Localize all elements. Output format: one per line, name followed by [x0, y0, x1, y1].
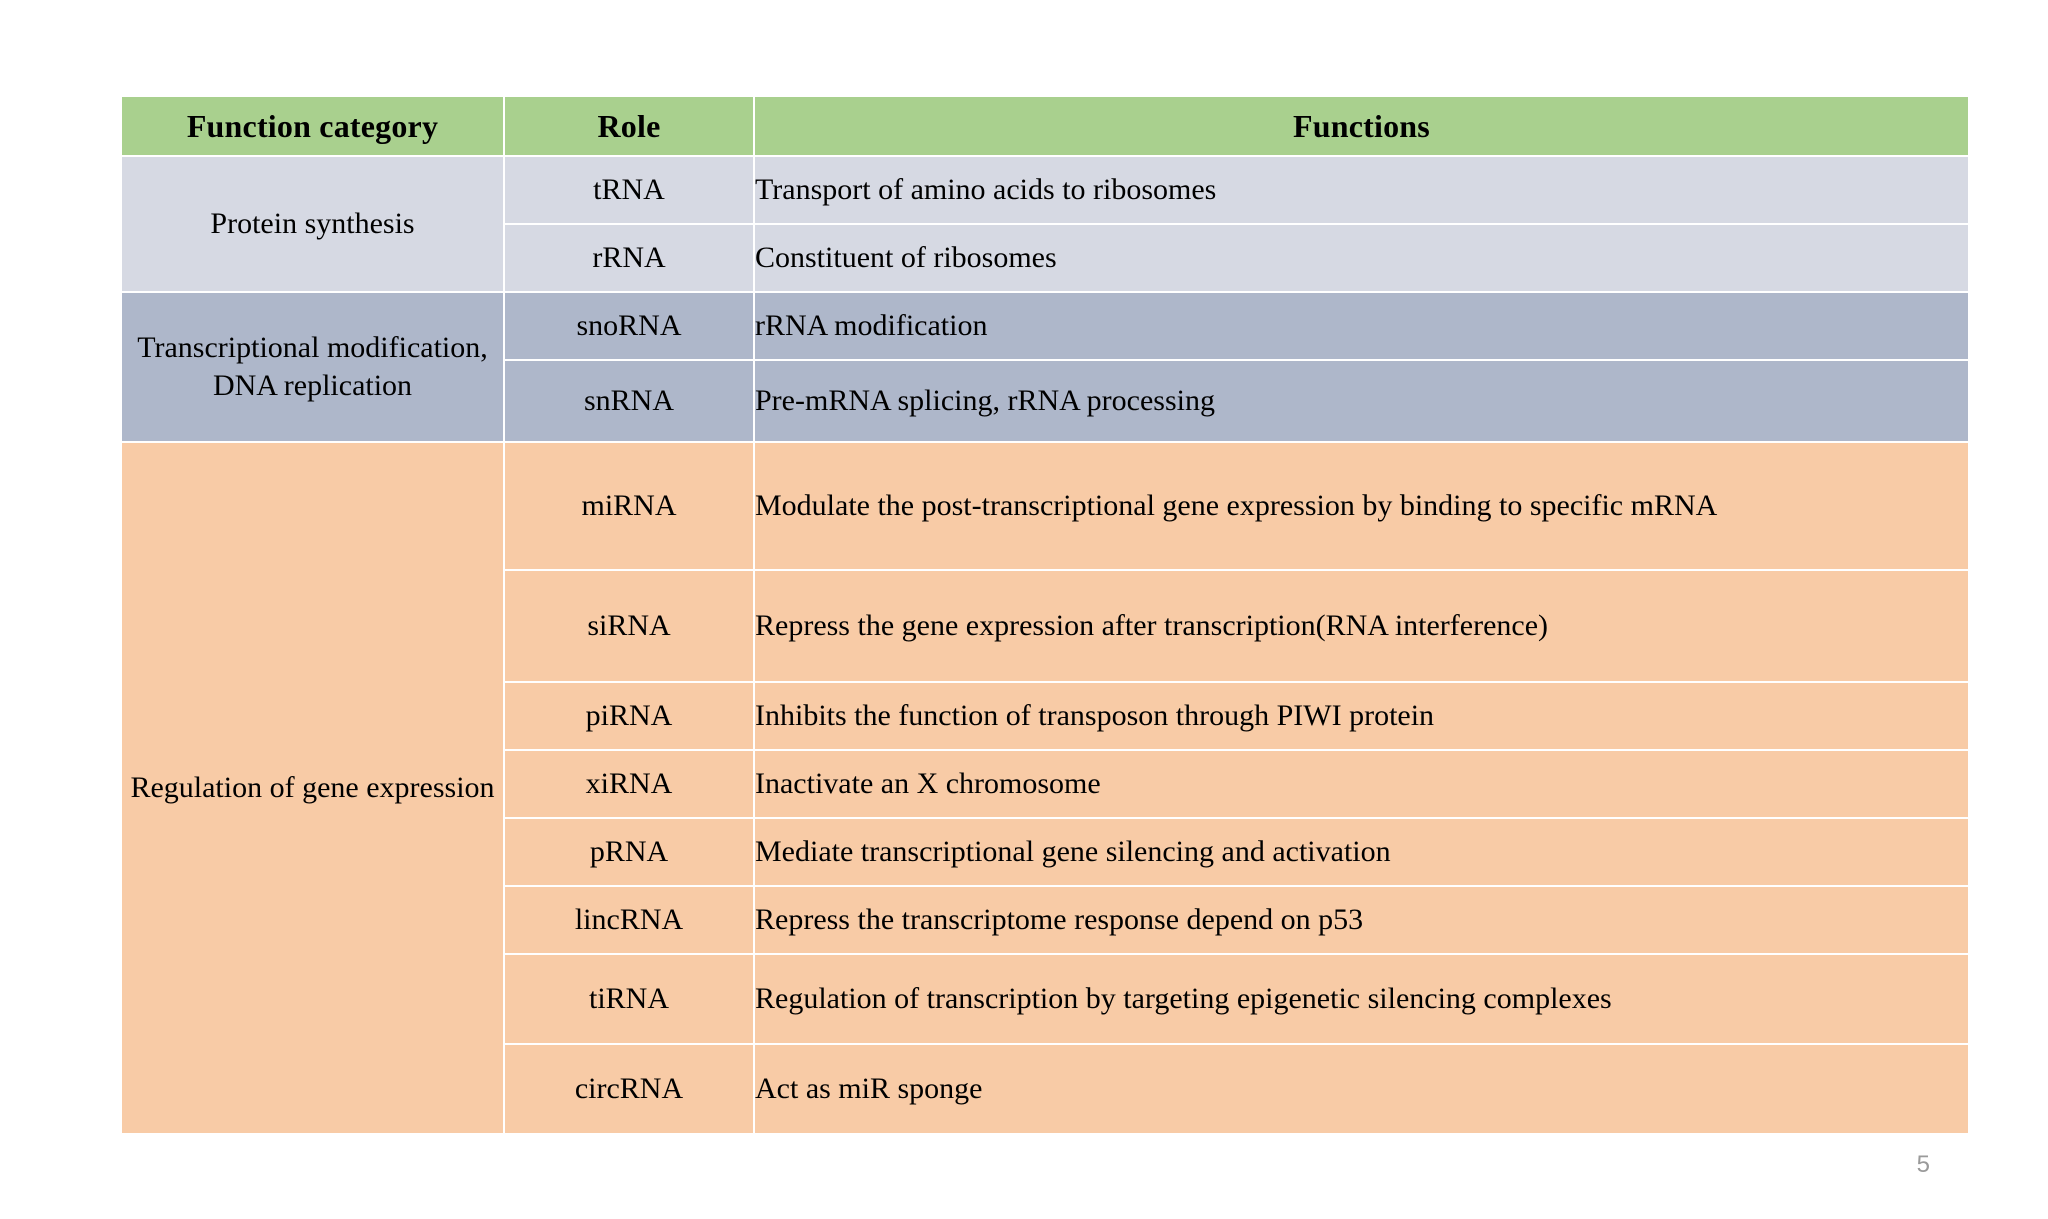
ncrna-function-table: Function category Role Functions Protein… [120, 95, 1970, 1135]
table-body: Protein synthesis tRNA Transport of amin… [120, 155, 1970, 1135]
function-prna: Mediate transcriptional gene silencing a… [753, 817, 1970, 887]
table-row: snRNA Pre-mRNA splicing, rRNA processing [121, 359, 1970, 443]
function-circrna: Act as miR sponge [753, 1043, 1970, 1135]
role-snorna: snoRNA [503, 291, 755, 361]
table-row: Protein synthesis tRNA Transport of amin… [120, 155, 1970, 293]
role-rrna: rRNA [503, 223, 755, 293]
table-row: pRNA Mediate transcriptional gene silenc… [121, 817, 1970, 887]
table-header: Function category Role Functions [120, 95, 1970, 157]
header-row: Function category Role Functions [120, 95, 1970, 157]
role-mirna: miRNA [503, 441, 755, 571]
table-row: Transcriptional modification, DNA replic… [120, 291, 1970, 443]
table-row: siRNA Repress the gene expression after … [121, 569, 1970, 683]
role-prna: pRNA [503, 817, 755, 887]
function-pirna: Inhibits the function of transposon thro… [753, 681, 1970, 751]
role-sirna: siRNA [503, 569, 755, 683]
table-row: Regulation of gene expression miRNA Modu… [120, 441, 1970, 1135]
header-functions: Functions [753, 95, 1970, 157]
role-tirna: tiRNA [503, 953, 755, 1045]
page-number: 5 [1916, 1151, 1930, 1178]
category-regulation-of-gene-expression: Regulation of gene expression [120, 441, 505, 1135]
function-lincrna: Repress the transcriptome response depen… [753, 885, 1970, 955]
role-pirna: piRNA [503, 681, 755, 751]
header-function-category: Function category [120, 95, 505, 157]
table-row: xiRNA Inactivate an X chromosome [121, 749, 1970, 819]
table-row: tiRNA Regulation of transcription by tar… [121, 953, 1970, 1045]
role-snrna: snRNA [503, 359, 755, 443]
function-snrna: Pre-mRNA splicing, rRNA processing [753, 359, 1970, 443]
function-mirna: Modulate the post-transcriptional gene e… [753, 441, 1970, 571]
table-row: circRNA Act as miR sponge [121, 1043, 1970, 1135]
function-table-container: Function category Role Functions Protein… [120, 95, 1970, 1135]
category-protein-synthesis: Protein synthesis [120, 155, 505, 293]
function-rrna: Constituent of ribosomes [753, 223, 1970, 293]
role-trna: tRNA [503, 155, 755, 225]
category-transcriptional-modification: Transcriptional modification, DNA replic… [120, 291, 505, 443]
function-snorna: rRNA modification [753, 291, 1970, 361]
header-role: Role [503, 95, 755, 157]
table-row: lincRNA Repress the transcriptome respon… [121, 885, 1970, 955]
function-sirna: Repress the gene expression after transc… [753, 569, 1970, 683]
function-tirna: Regulation of transcription by targeting… [753, 953, 1970, 1045]
role-circrna: circRNA [503, 1043, 755, 1135]
function-trna: Transport of amino acids to ribosomes [753, 155, 1970, 225]
table-row: piRNA Inhibits the function of transposo… [121, 681, 1970, 751]
function-xirna: Inactivate an X chromosome [753, 749, 1970, 819]
role-lincrna: lincRNA [503, 885, 755, 955]
table-row: rRNA Constituent of ribosomes [121, 223, 1970, 293]
role-xirna: xiRNA [503, 749, 755, 819]
